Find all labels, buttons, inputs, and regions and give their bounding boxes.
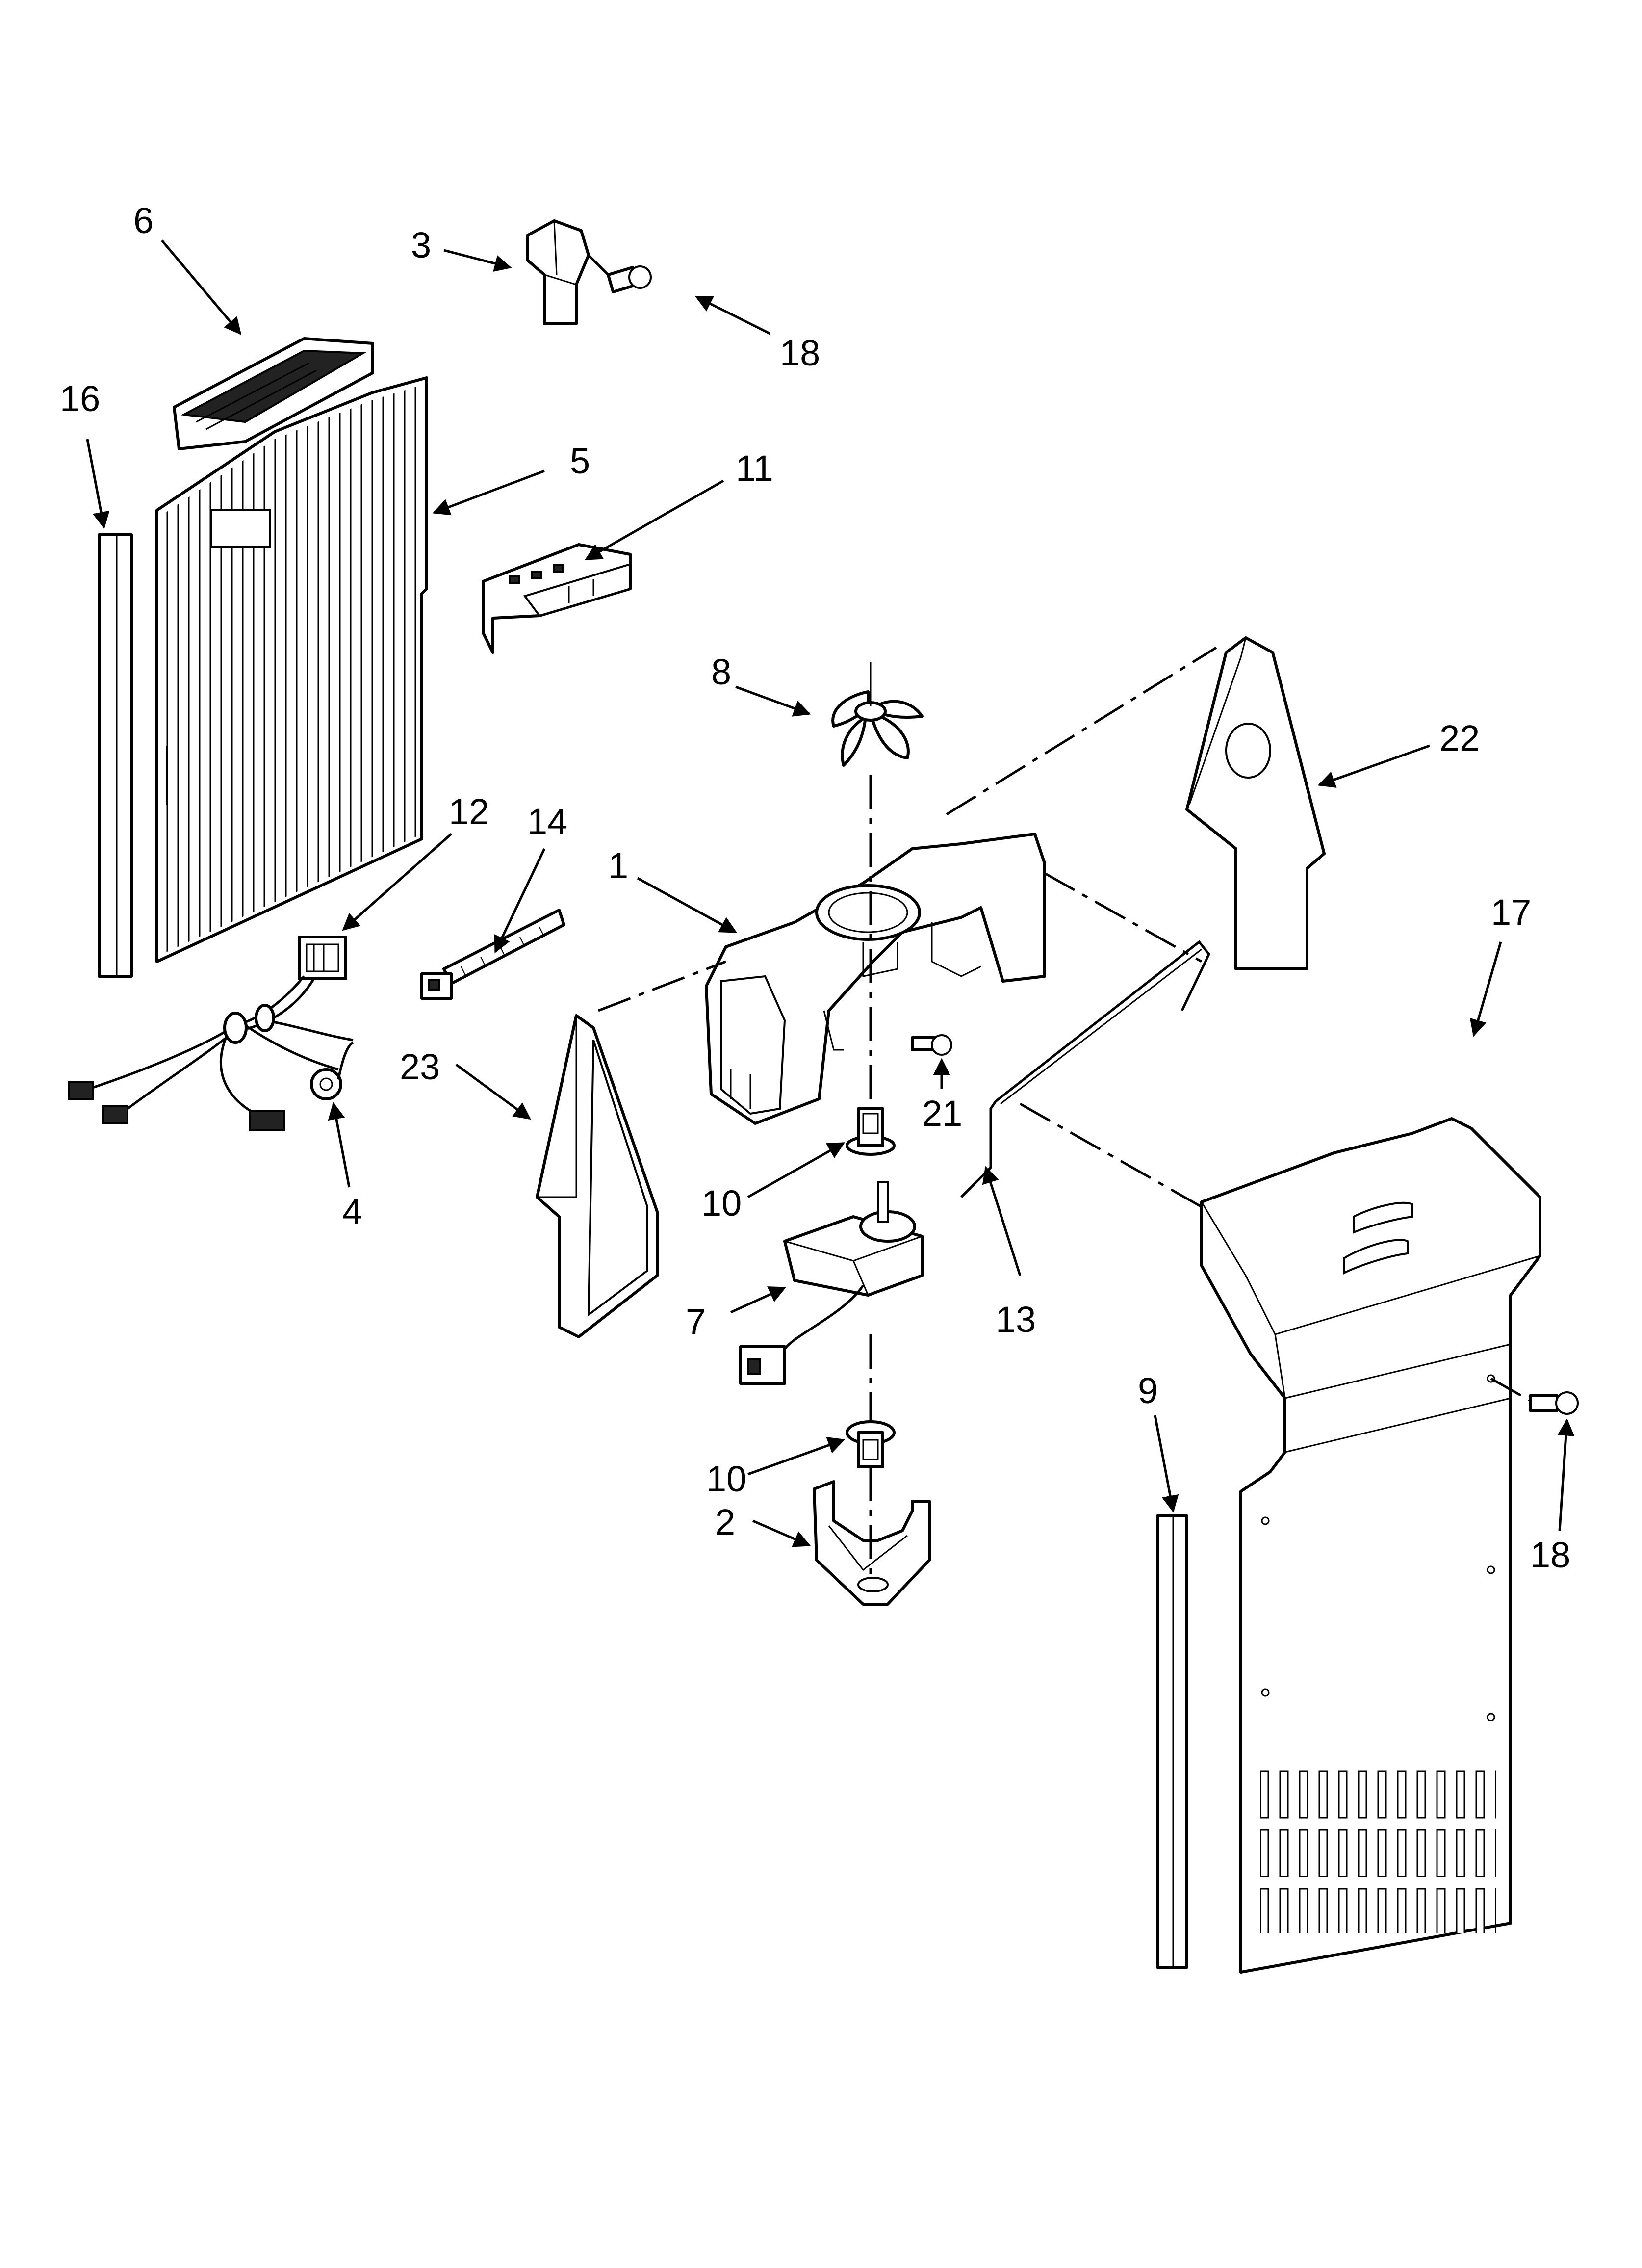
callout-2: 2 — [715, 1502, 735, 1542]
callout-16: 16 — [60, 378, 100, 419]
callout-22: 22 — [1439, 718, 1480, 758]
part-4-thermistor — [310, 1041, 354, 1100]
leader-lines — [86, 239, 1575, 1547]
callout-13: 13 — [996, 1299, 1036, 1340]
callout-8: 8 — [711, 652, 731, 692]
part-6-top-rail — [173, 337, 374, 450]
part-10-grommet-lower — [846, 1420, 896, 1468]
part-13-wire-bracket — [960, 940, 1210, 1198]
callout-10-upper: 10 — [701, 1183, 742, 1224]
callout-labels: 6 3 18 16 5 11 8 22 12 14 1 17 23 21 4 1… — [60, 200, 1570, 1575]
callout-21: 21 — [922, 1093, 962, 1134]
part-10-grommet-upper — [846, 1107, 896, 1156]
callout-14: 14 — [527, 801, 567, 842]
part-17-back-panel — [1200, 1117, 1541, 1974]
part-7-fan-motor — [739, 1181, 924, 1385]
callout-9: 9 — [1138, 1370, 1158, 1411]
part-1-fan-housing — [705, 833, 1046, 1125]
part-22-side-panel — [1185, 636, 1326, 970]
callout-5: 5 — [570, 441, 590, 481]
callout-23: 23 — [400, 1046, 440, 1087]
part-3-small-bracket — [526, 219, 590, 325]
part-11-bracket — [482, 543, 632, 654]
part-21-screw — [911, 1034, 952, 1056]
part-5-ribbed-panel — [155, 376, 428, 963]
part-8-fan-blade — [831, 662, 924, 767]
callout-4: 4 — [342, 1191, 362, 1232]
assembly-lines — [588, 254, 1531, 1580]
part-9-vertical-strip — [1156, 1514, 1188, 1969]
callout-18-top: 18 — [780, 333, 820, 373]
callout-11: 11 — [736, 448, 773, 489]
part-16-vertical-strip — [98, 533, 133, 978]
callout-7: 7 — [686, 1302, 706, 1342]
callout-10-lower: 10 — [706, 1459, 746, 1499]
part-18-screw-right — [1529, 1391, 1579, 1415]
callout-17: 17 — [1491, 892, 1531, 933]
callout-12: 12 — [449, 791, 489, 832]
part-18-screw-top — [607, 265, 652, 293]
callout-18-right: 18 — [1530, 1535, 1570, 1575]
part-14-cable-tie — [420, 909, 565, 1000]
callout-6: 6 — [133, 200, 154, 241]
callout-3: 3 — [411, 225, 431, 265]
callout-1: 1 — [608, 845, 628, 886]
part-12-wiring-harness — [68, 936, 354, 1131]
part-23-side-panel — [536, 1014, 659, 1338]
